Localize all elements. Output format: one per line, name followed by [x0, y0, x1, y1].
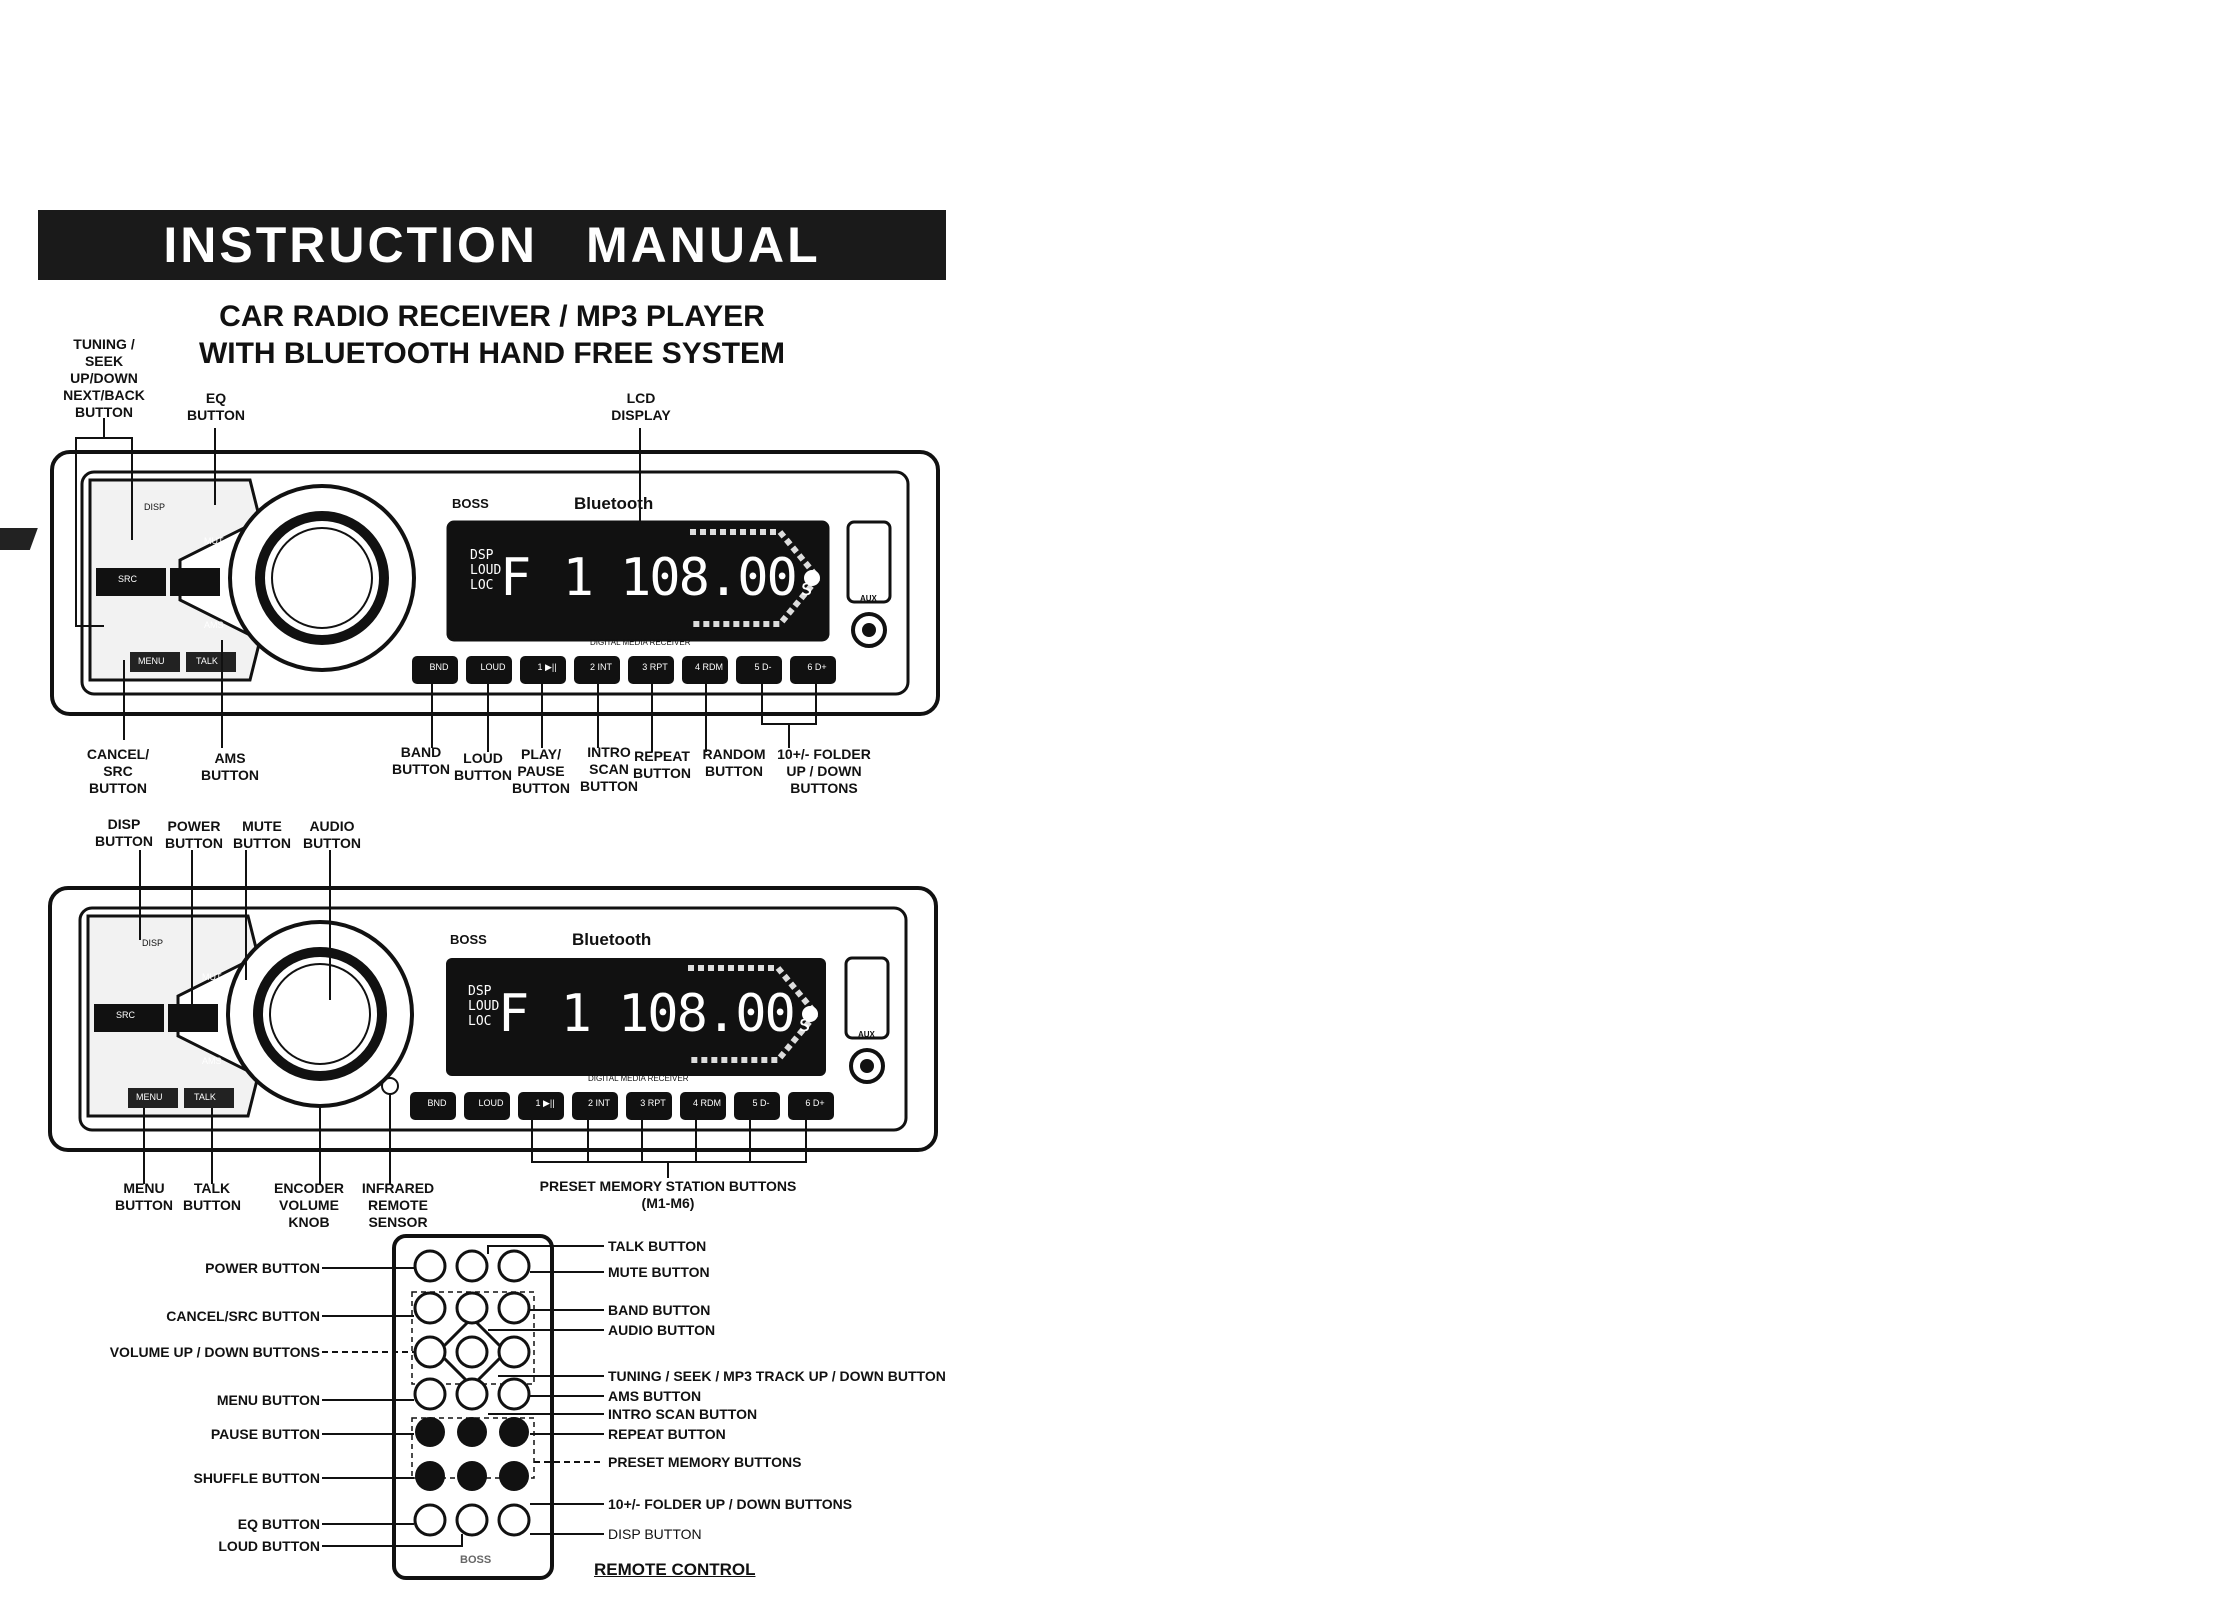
unit-1-preset-labels: BND LOUD 1 ▶|| 2 INT 3 RPT 4 RDM 5 D- 6 … [429, 662, 827, 672]
unit-2-key-menu: MENU [136, 1092, 163, 1102]
remote-label-mute: MUTE BUTTON [608, 1264, 710, 1280]
unit-2-key-disp: DISP [142, 938, 164, 948]
remote-label-tuning: TUNING / SEEK / MP3 TRACK UP / DOWN BUTT… [608, 1368, 946, 1384]
label-power-button: POWER BUTTON [164, 818, 224, 851]
label-band-button: BAND BUTTON [391, 744, 451, 777]
remote-label-band: BAND BUTTON [608, 1302, 711, 1318]
label-play-pause: PLAY/ PAUSE BUTTON [511, 746, 571, 796]
label-audio-button: AUDIO BUTTON [302, 818, 362, 851]
label-preset-memory: PRESET MEMORY STATION BUTTONS (M1-M6) [539, 1178, 797, 1211]
label-folder-buttons: 10+/- FOLDER UP / DOWN BUTTONS [777, 746, 871, 796]
remote-label-ams: AMS BUTTON [608, 1388, 702, 1404]
label-mute-button: MUTE BUTTON [232, 818, 292, 851]
remote-label-loud: LOUD BUTTON [218, 1538, 320, 1554]
unit-1-bluetooth-logo: Bluetooth [574, 494, 654, 513]
remote-label-audio: AUDIO BUTTON [608, 1322, 716, 1338]
label-talk-button: TALK BUTTON [182, 1180, 242, 1213]
unit-2-lcd [446, 958, 826, 1076]
unit-1-brand: BOSS [452, 496, 489, 511]
remote-label-volume: VOLUME UP / DOWN BUTTONS [109, 1344, 320, 1360]
label-ams-button: AMS BUTTON [200, 750, 260, 783]
remote-label-shuffle: SHUFFLE BUTTON [193, 1470, 320, 1486]
title-word-manual: MANUAL [586, 217, 821, 273]
unit-2-brand: BOSS [450, 932, 487, 947]
unit-1-lcd [446, 520, 830, 642]
remote-label-talk: TALK BUTTON [608, 1238, 707, 1254]
label-infrared-sensor: INFRARED REMOTE SENSOR [361, 1180, 435, 1230]
label-eq-button: EQ BUTTON [186, 390, 246, 423]
unit-2-aux-label: AUX [858, 1030, 875, 1039]
unit-2-lcd-frequency: 108.00 [618, 984, 796, 1044]
label-disp-button: DISP BUTTON [94, 816, 154, 849]
unit-2-bluetooth-logo: Bluetooth [572, 930, 652, 949]
remote-label-repeat: REPEAT BUTTON [608, 1426, 726, 1442]
subtitle-line-1: CAR RADIO RECEIVER / MP3 PLAYER [219, 300, 765, 333]
unit-1-lcd-band: F 1 [500, 548, 594, 608]
label-tuning-seek: TUNING / SEEK UP/DOWN NEXT/BACK BUTTON [63, 336, 145, 420]
remote-label-cancel-src: CANCEL/SRC BUTTON [166, 1308, 320, 1324]
remote-label-menu: MENU BUTTON [216, 1392, 320, 1408]
subtitle-line-2: WITH BLUETOOTH HAND FREE SYSTEM [198, 337, 786, 370]
unit-1-key-disp: DISP [144, 502, 166, 512]
unit-1-lcd-frequency: 108.00 [620, 548, 798, 608]
unit-1-key-talk: TALK [196, 656, 218, 666]
remote-label-folder: 10+/- FOLDER UP / DOWN BUTTONS [608, 1496, 853, 1512]
remote-label-eq: EQ BUTTON [237, 1516, 320, 1532]
unit-2-lcd-suffix: s [798, 1012, 812, 1037]
unit-1-lcd-suffix: s [800, 576, 814, 601]
label-intro-scan: INTRO SCAN BUTTON [579, 744, 639, 794]
unit-1-key-mut: MUT [204, 536, 224, 546]
remote-control-caption: REMOTE CONTROL [594, 1560, 756, 1579]
unit-2-chassis [48, 886, 938, 1152]
label-repeat-button: REPEAT BUTTON [632, 748, 692, 781]
title-word-instruction: INSTRUCTION [163, 217, 538, 273]
label-menu-button: MENU BUTTON [114, 1180, 174, 1213]
unit-1-aux-label: AUX [860, 594, 877, 603]
remote-label-preset: PRESET MEMORY BUTTONS [608, 1454, 802, 1470]
unit-2-lcd-band: F 1 [498, 984, 592, 1044]
unit-1-key-ams: AMS [204, 620, 224, 630]
unit-2-key-talk: TALK [194, 1092, 216, 1102]
label-lcd-display: LCD DISPLAY [611, 390, 671, 423]
label-cancel-src: CANCEL/ SRC BUTTON [86, 746, 150, 796]
unit-2-key-ams: AMS [202, 1056, 222, 1066]
remote-label-disp: DISP BUTTON [608, 1526, 702, 1542]
remote-brand: BOSS [460, 1554, 492, 1566]
unit-1-key-src: SRC [118, 574, 138, 584]
remote-label-pause: PAUSE BUTTON [210, 1426, 320, 1442]
remote-label-intro-scan: INTRO SCAN BUTTON [608, 1406, 758, 1422]
unit-1-key-menu: MENU [138, 656, 165, 666]
unit-2-key-mut: MUT [202, 972, 222, 982]
unit-1-model-caption: DIGITAL MEDIA RECEIVER [590, 638, 691, 647]
label-random-button: RANDOM BUTTON [702, 746, 766, 779]
unit-1-preset-row [412, 656, 836, 684]
remote-label-power: POWER BUTTON [205, 1260, 320, 1276]
label-loud-button: LOUD BUTTON [453, 750, 513, 783]
unit-1-chassis [50, 450, 940, 716]
label-encoder-knob: ENCODER VOLUME KNOB [273, 1180, 344, 1230]
unit-2-model-caption: DIGITAL MEDIA RECEIVER [588, 1074, 689, 1083]
unit-2-preset-labels: BND LOUD 1 ▶|| 2 INT 3 RPT 4 RDM 5 D- 6 … [427, 1098, 825, 1108]
unit-2-key-src: SRC [116, 1010, 136, 1020]
manual-title-banner: INSTRUCTION MANUAL [38, 210, 946, 280]
